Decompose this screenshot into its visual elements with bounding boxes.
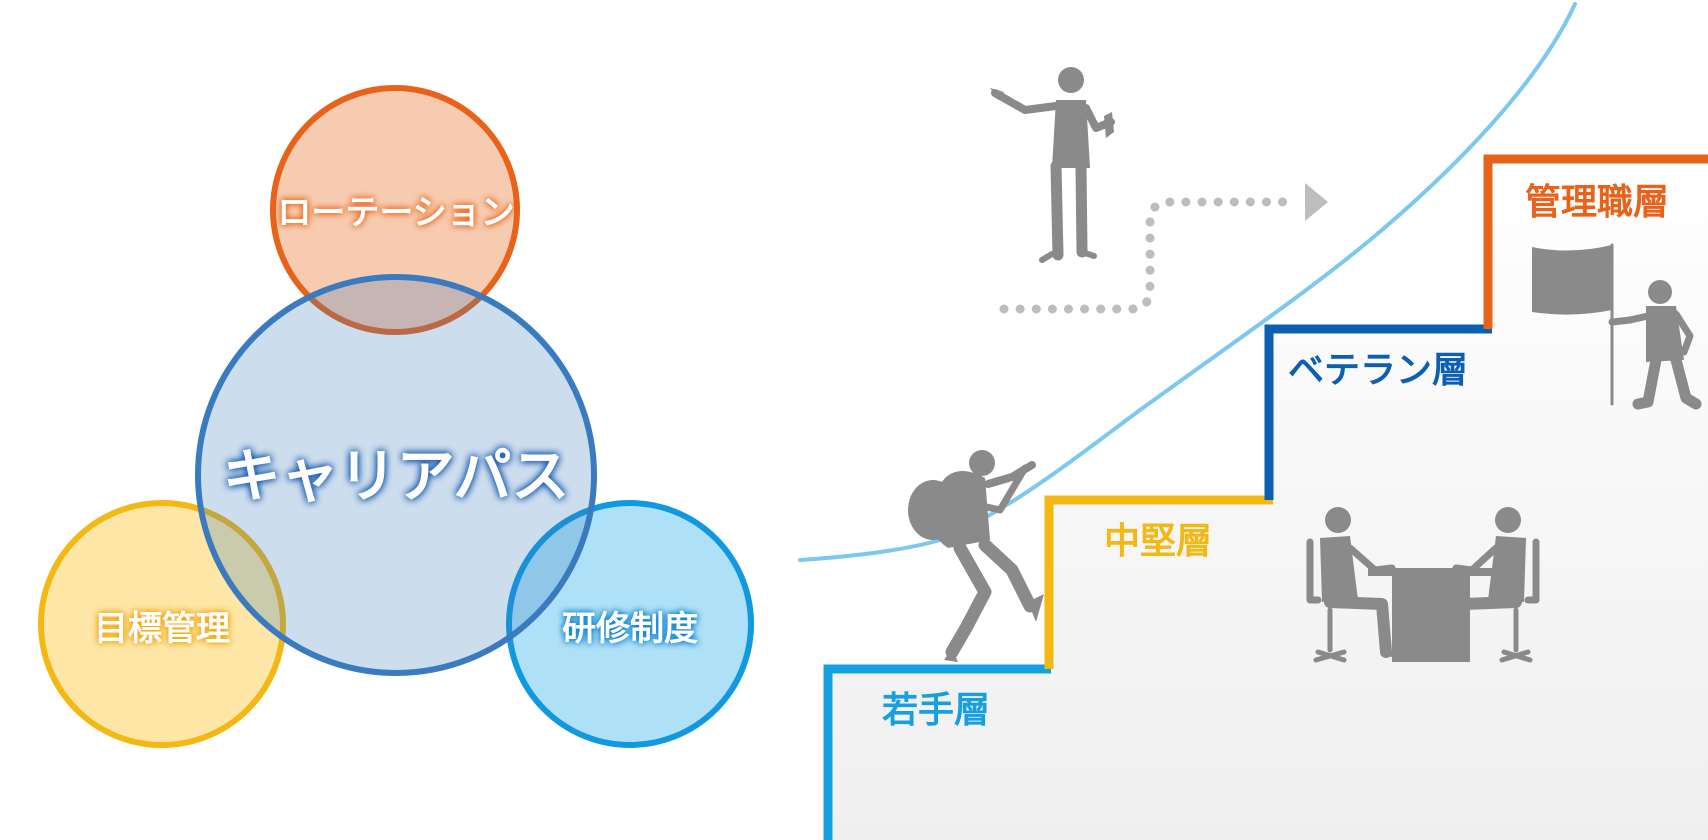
venn-right-label: 研修制度 <box>562 609 698 649</box>
step-line-manager <box>1483 154 1708 329</box>
venn-top-label: ローテーション <box>277 193 514 233</box>
dotted-arrow-icon <box>999 183 1328 314</box>
step-label-junior: 若手層 <box>882 690 990 731</box>
meeting-icon <box>1306 507 1540 663</box>
presenter-icon <box>990 67 1115 263</box>
venn-left-label: 目標管理 <box>94 609 230 649</box>
step-line-mid <box>1044 495 1273 669</box>
venn-diagram: キャリアパス ローテーション 目標管理 研修制度 <box>38 85 754 748</box>
step-line-junior <box>823 664 1051 840</box>
flag-holder-icon <box>1532 243 1702 410</box>
step-label-veteran: ベテラン層 <box>1288 350 1468 391</box>
venn-circle-left <box>38 500 286 748</box>
climber-icon <box>908 450 1044 662</box>
step-label-manager: 管理職層 <box>1525 182 1669 223</box>
venn-circle-top <box>270 85 520 335</box>
venn-circle-right <box>506 500 754 748</box>
venn-center-label: キャリアパス <box>223 442 570 510</box>
climbing-rope <box>798 2 1577 562</box>
step-label-mid: 中堅層 <box>1104 521 1212 562</box>
career-stairs: 若手層 中堅層 ベテラン層 管理職層 <box>798 2 1708 840</box>
step-line-veteran <box>1264 324 1492 500</box>
venn-circle-center <box>195 274 597 676</box>
